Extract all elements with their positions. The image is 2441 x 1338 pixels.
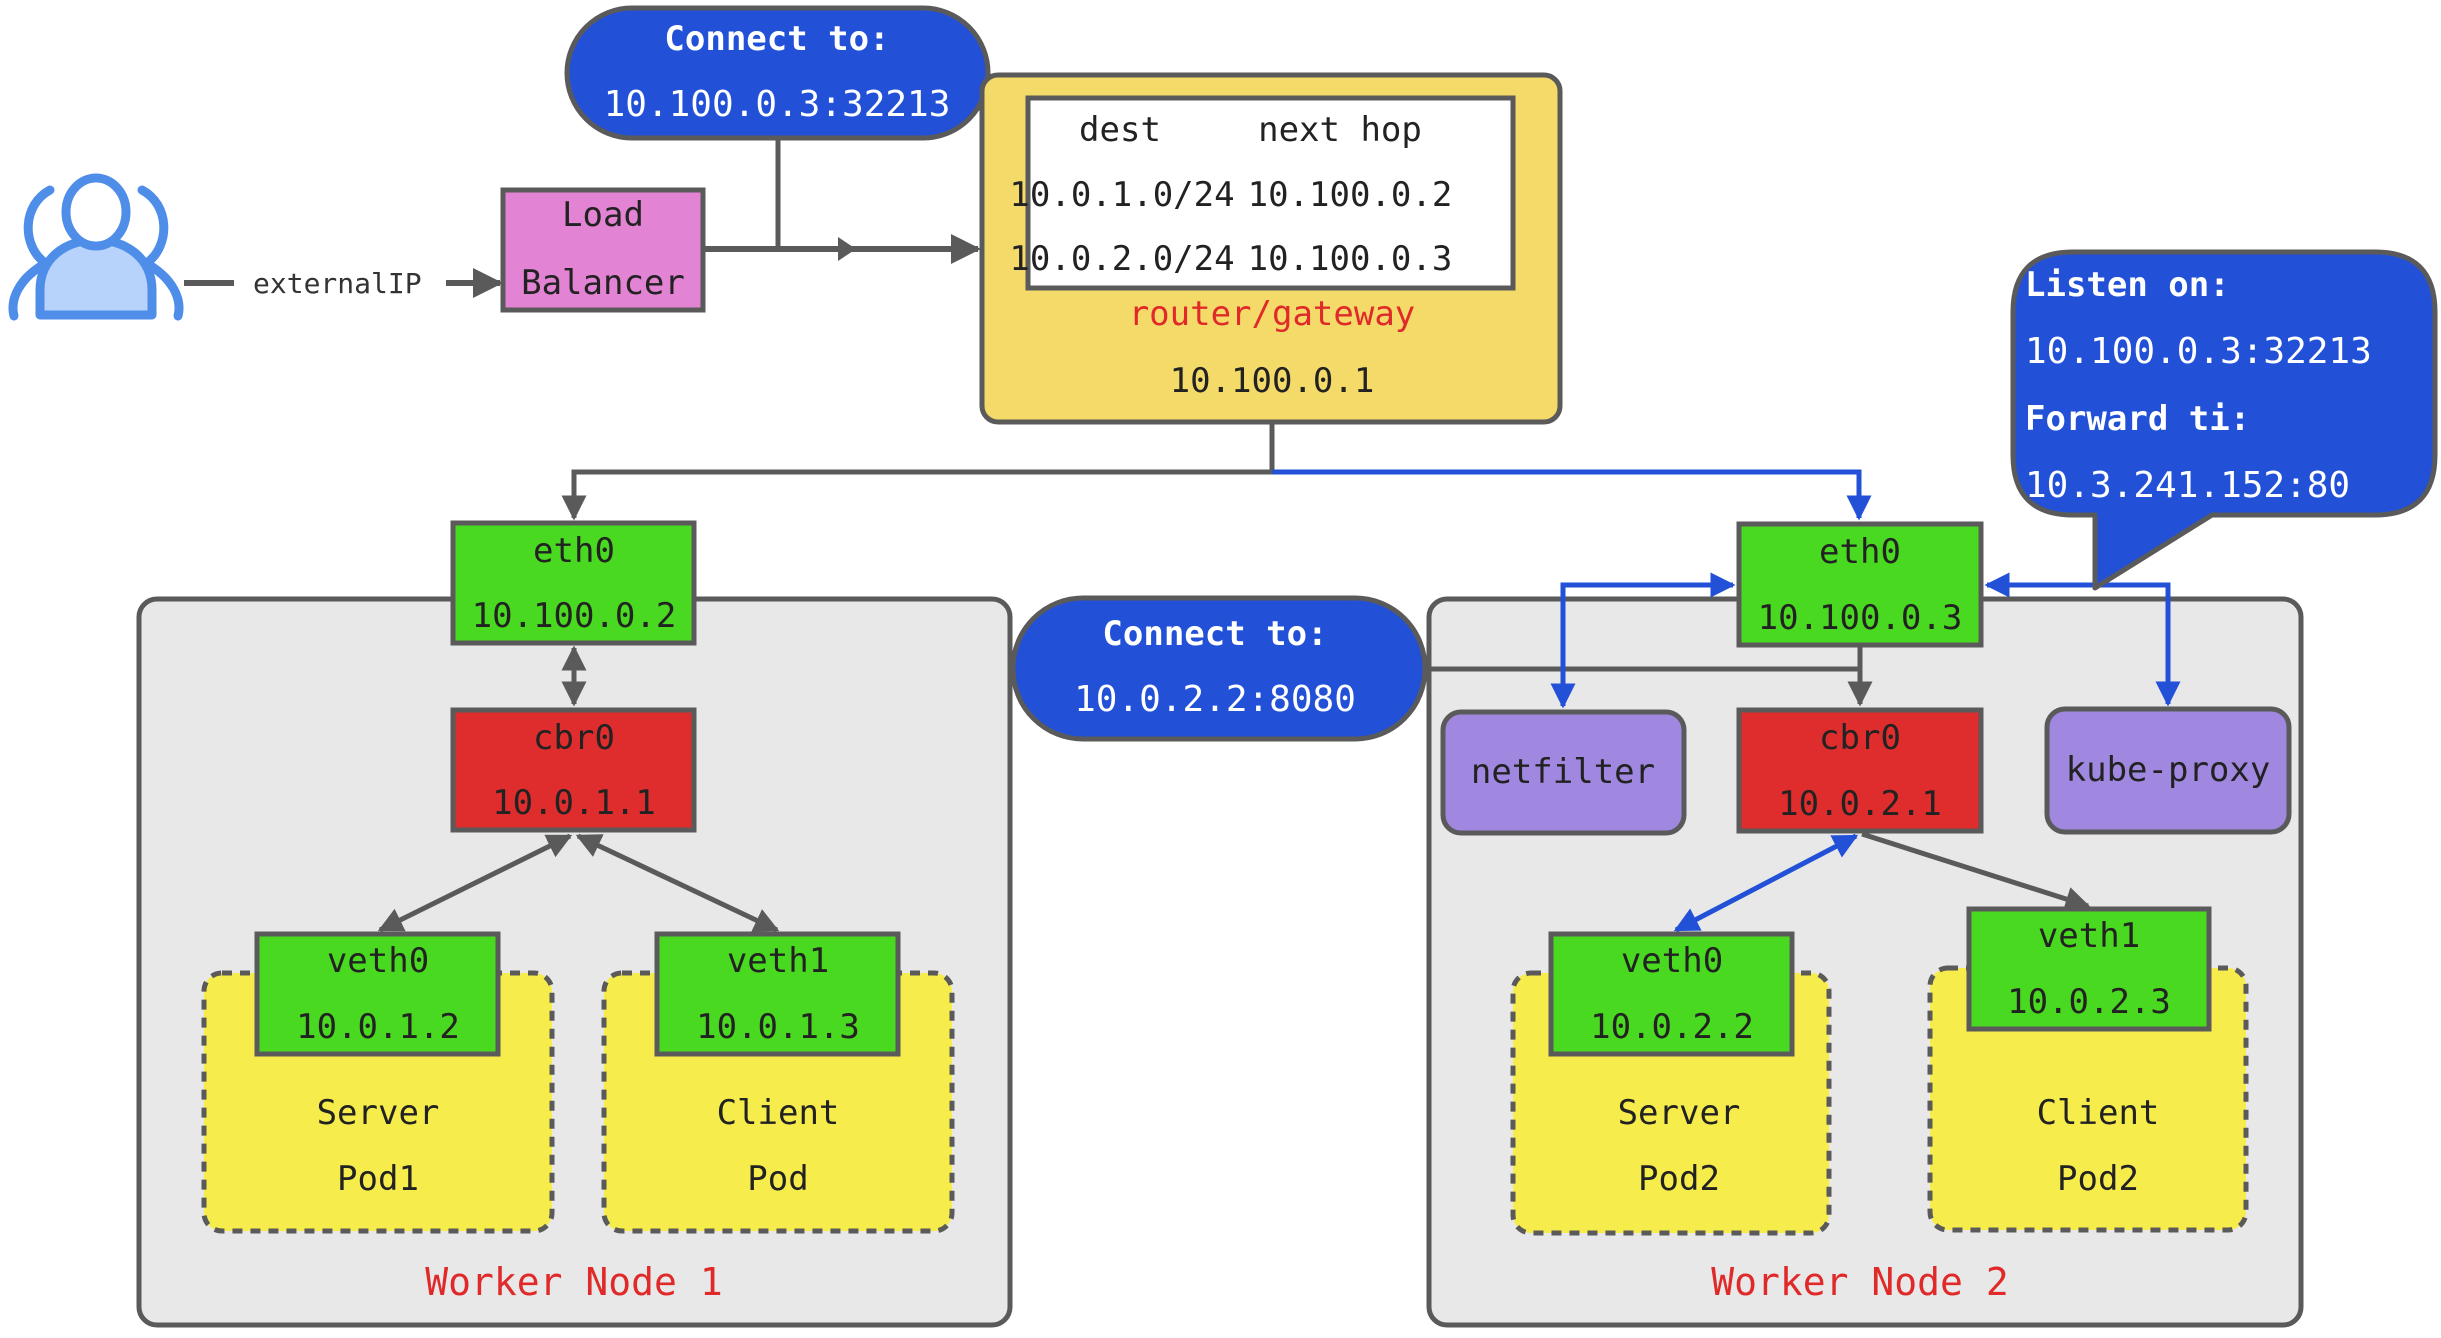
callout-line2: 10.100.0.3:32213 (2025, 331, 2372, 372)
kube-proxy-callout: Listen on: 10.100.0.3:32213 Forward ti: … (2010, 249, 2438, 591)
node2-client-pod-line1: Client (2037, 1093, 2160, 1133)
routing-table-header-next-hop: next hop (1258, 110, 1422, 150)
node1-server-pod-line1: Server (317, 1093, 440, 1133)
node2-eth0-name: eth0 (1819, 532, 1901, 572)
load-balancer[interactable]: Load Balancer (500, 187, 706, 313)
routing-table-cell: 10.0.2.0/24 (1009, 239, 1234, 279)
callout-line1: Listen on: (2025, 265, 2230, 305)
link-node1-cbr0-veth0 (377, 833, 573, 933)
node1-eth0-name: eth0 (533, 531, 615, 571)
netfilter-label: netfilter (1471, 752, 1655, 792)
node1-cbr0-ip: 10.0.1.1 (492, 783, 656, 823)
node2-server-pod-line1: Server (1618, 1093, 1741, 1133)
node1-cbr0-name: cbr0 (533, 718, 615, 758)
node2-label: Worker Node 2 (1711, 1260, 2008, 1304)
routing-table-cell: 10.100.0.3 (1248, 239, 1453, 279)
node1-veth1-name: veth1 (727, 941, 829, 981)
external-bubble-line1: Connect to: (664, 19, 889, 59)
node2-cbr0[interactable]: cbr0 10.0.2.1 (1736, 707, 1984, 834)
routing-table-header-dest: dest (1079, 110, 1161, 150)
router-ip: 10.100.0.1 (1170, 361, 1375, 401)
callout-line4: 10.3.241.152:80 (2025, 465, 2350, 506)
pod-bubble-line1: Connect to: (1102, 614, 1327, 654)
node1-server-pod-line2: Pod1 (337, 1159, 419, 1199)
node1-veth1-ip: 10.0.1.3 (696, 1007, 860, 1047)
node1-veth0-name: veth0 (327, 941, 429, 981)
kube-proxy-label: kube-proxy (2066, 750, 2271, 790)
node2-eth0[interactable]: eth0 10.100.0.3 (1736, 521, 1984, 648)
node1-veth1[interactable] (654, 931, 901, 1057)
node2-veth1-ip: 10.0.2.3 (2007, 982, 2171, 1022)
netfilter[interactable]: netfilter (1440, 709, 1687, 836)
routing-table-cell: 10.100.0.2 (1248, 175, 1453, 215)
link-node1-cbr0-veth1 (575, 833, 780, 933)
users-icon (8, 173, 184, 321)
node1-label: Worker Node 1 (425, 1260, 722, 1304)
routing-table (1025, 95, 1516, 291)
link-eth0-netfilter (1550, 572, 1736, 709)
node1-veth0[interactable] (254, 931, 501, 1057)
node2-veth0-name: veth0 (1621, 941, 1723, 981)
link-eth0-kube-proxy (1984, 572, 2181, 707)
kube-proxy[interactable]: kube-proxy (2044, 706, 2292, 835)
node1-eth0-ip: 10.100.0.2 (472, 596, 677, 636)
callout-line3: Forward ti: (2025, 399, 2250, 439)
external-bubble-line2: 10.100.0.3:32213 (604, 84, 951, 125)
node2-client-pod[interactable]: veth1 10.0.2.3 Client Pod2 (1927, 906, 2249, 1233)
load-balancer-label-2: Balancer (521, 263, 685, 303)
external-connect-bubble: Connect to: 10.100.0.3:32213 (564, 5, 991, 141)
node2-eth0-ip: 10.100.0.3 (1758, 598, 1963, 638)
node2-cbr0-ip: 10.0.2.1 (1778, 784, 1942, 824)
node1-client-pod-line2: Pod (747, 1159, 808, 1199)
pod-connect-bubble: Connect to: 10.0.2.2:8080 (1010, 595, 1428, 742)
load-balancer-label-1: Load (562, 195, 644, 235)
node1-client-pod-line1: Client (717, 1093, 840, 1133)
node1-cbr0[interactable]: cbr0 10.0.1.1 (450, 707, 697, 833)
node2-veth1[interactable] (1966, 906, 2212, 1032)
arrowhead-mid (838, 237, 856, 261)
node2-cbr0-name: cbr0 (1819, 718, 1901, 758)
node1-eth0[interactable]: eth0 10.100.0.2 (450, 520, 697, 646)
router-gateway[interactable]: dest next hop 10.0.1.0/24 10.100.0.2 10.… (979, 72, 1563, 425)
router-label: router/gateway (1129, 294, 1416, 334)
node2-server-pod[interactable]: veth0 10.0.2.2 Server Pod2 (1510, 931, 1832, 1236)
link-router-node1 (561, 422, 1275, 521)
external-ip-label: externalIP (253, 267, 422, 300)
routing-table-cell: 10.0.1.0/24 (1009, 175, 1234, 215)
node1-server-pod[interactable]: veth0 10.0.1.2 Server Pod1 (201, 931, 555, 1234)
node2-veth0-ip: 10.0.2.2 (1590, 1007, 1754, 1047)
node2-veth1-name: veth1 (2038, 916, 2140, 956)
link-router-node2 (1272, 469, 1872, 521)
node2-server-pod-line2: Pod2 (1638, 1159, 1720, 1199)
pod-bubble-line2: 10.0.2.2:8080 (1074, 679, 1356, 720)
node2-veth0[interactable] (1548, 931, 1795, 1057)
node1-client-pod[interactable]: veth1 10.0.1.3 Client Pod (601, 931, 955, 1234)
link-node2-cbr0-veth1 (1861, 831, 2091, 912)
link-node2-cbr0-veth0 (1673, 833, 1859, 933)
node2-client-pod-line2: Pod2 (2057, 1159, 2139, 1199)
node1-veth0-ip: 10.0.1.2 (296, 1007, 460, 1047)
